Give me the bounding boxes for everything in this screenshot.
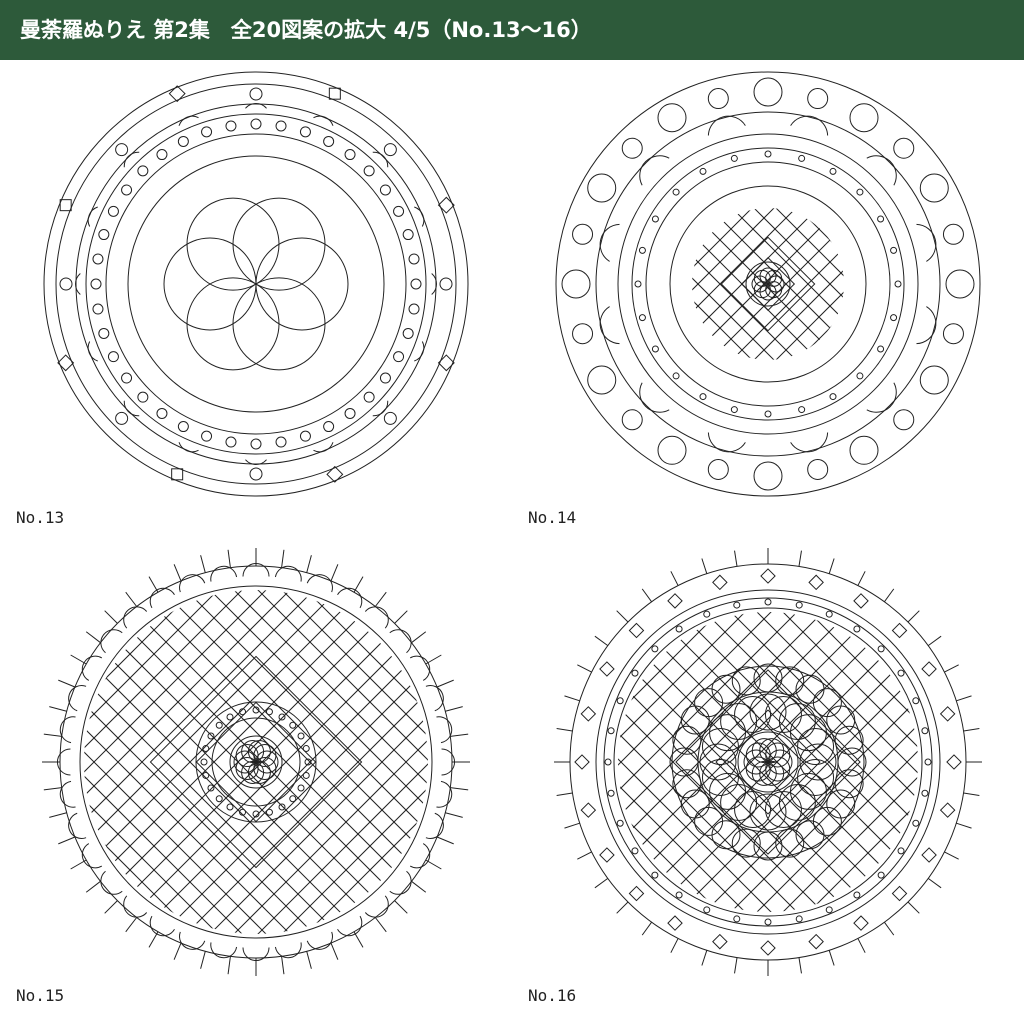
design-label-16: No.16 bbox=[528, 986, 577, 1005]
mandala-15 bbox=[42, 548, 470, 976]
mandala-13 bbox=[43, 71, 469, 497]
design-label-13: No.13 bbox=[16, 508, 65, 527]
mandala-16 bbox=[554, 548, 982, 976]
mandala-panel-15: No.15 bbox=[0, 540, 512, 1022]
mandala-14 bbox=[555, 71, 981, 497]
page-title: 曼荼羅ぬりえ 第2集 全20図案の拡大 4/5（No.13〜16） bbox=[0, 0, 1024, 60]
mandala-panel-16: No.16 bbox=[512, 540, 1024, 1022]
design-label-15: No.15 bbox=[16, 986, 65, 1005]
design-label-14: No.14 bbox=[528, 508, 577, 527]
mandala-panel-13: No.13 bbox=[0, 62, 512, 544]
mandala-panel-14: No.14 bbox=[512, 62, 1024, 544]
